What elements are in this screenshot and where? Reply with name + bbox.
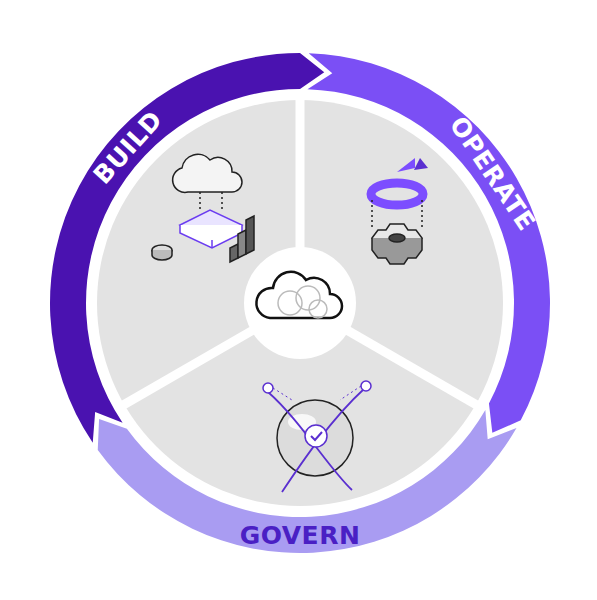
cycle-arrows — [50, 53, 550, 553]
govern-arrow — [98, 410, 517, 553]
center-cloud — [256, 272, 342, 318]
govern-icon — [263, 381, 371, 492]
build-arrow — [50, 53, 324, 443]
slice-dividers — [121, 96, 480, 407]
stage-label: GOVERN — [240, 523, 361, 548]
build-icon — [152, 154, 254, 262]
operate-arrow — [307, 53, 550, 433]
operate-icon — [371, 158, 428, 264]
center-circle — [244, 247, 356, 359]
